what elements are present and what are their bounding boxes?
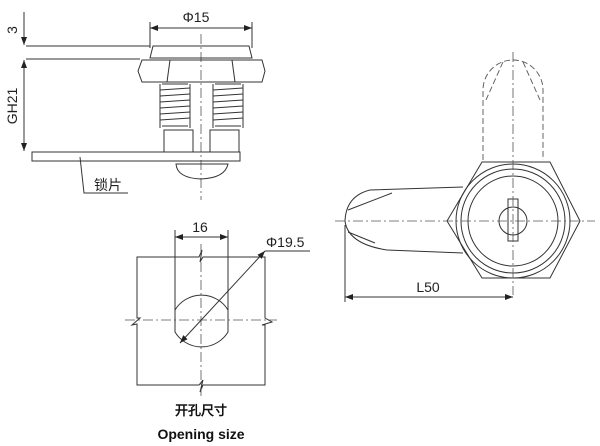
front-view: L50: [335, 52, 595, 302]
cam-length-label: L50: [416, 279, 440, 295]
cap-height-label: 3: [4, 26, 20, 34]
cam-plate: [31, 151, 241, 162]
cap: [149, 45, 253, 59]
hole-diameter-label: Φ19.5: [266, 234, 305, 250]
cam-label: 锁片: [94, 177, 122, 193]
hex-body: [446, 161, 581, 279]
head-diameter-label: Φ15: [183, 9, 210, 25]
thread: [159, 83, 244, 128]
side-view: 3 GH21 Φ15 锁片: [4, 9, 266, 200]
opening-size-view: 16 Φ19.5 开孔尺寸 Opening size: [125, 219, 310, 442]
screw-head: [175, 163, 229, 180]
hex-nut: [137, 59, 266, 83]
handle: [344, 186, 464, 254]
caption-zh: 开孔尺寸: [175, 403, 227, 419]
caption-en: Opening size: [157, 426, 244, 442]
slot-width-label: 16: [192, 219, 208, 235]
thread-label: GH21: [4, 88, 20, 125]
